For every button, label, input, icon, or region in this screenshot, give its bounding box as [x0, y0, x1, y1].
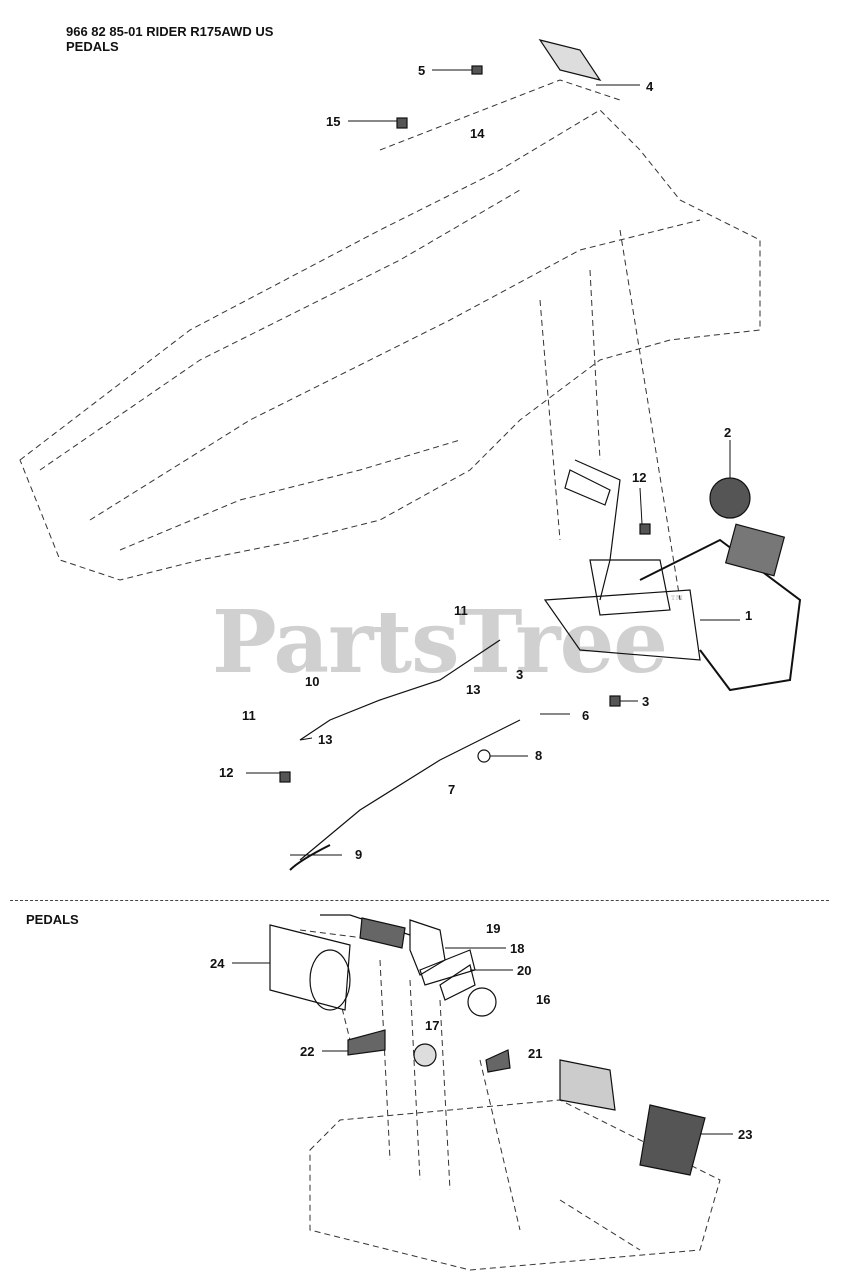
leader-lines [232, 69, 740, 1135]
callout-6: 6 [582, 708, 589, 723]
callout-13b: 13 [318, 732, 332, 747]
callout-9: 9 [355, 847, 362, 862]
section-divider [10, 900, 829, 901]
watermark-trademark: ™ [669, 592, 685, 611]
callout-labels: 1 2 3 3 4 5 6 7 8 9 10 11 11 12 12 13 13… [210, 63, 752, 1142]
callout-17: 17 [425, 1018, 439, 1033]
watermark-text: PartsTree [212, 592, 668, 693]
model-title: 966 82 85-01 RIDER R175AWD US [66, 24, 274, 39]
callout-21: 21 [528, 1046, 542, 1061]
assembly-title: PEDALS [66, 39, 119, 54]
callout-19: 19 [486, 921, 500, 936]
callout-14: 14 [470, 126, 485, 141]
callout-1: 1 [745, 608, 752, 623]
frame-outline [19, 79, 761, 1271]
callout-13a: 13 [466, 682, 480, 697]
callout-20: 20 [517, 963, 531, 978]
callout-5: 5 [418, 63, 425, 78]
callout-22: 22 [300, 1044, 314, 1059]
callout-24: 24 [210, 956, 225, 971]
callout-11b: 11 [242, 708, 256, 723]
callout-12b: 12 [219, 765, 233, 780]
callout-18: 18 [510, 941, 524, 956]
callout-3a: 3 [516, 667, 523, 682]
part-lines [269, 39, 802, 1176]
callout-15: 15 [326, 114, 340, 129]
callout-2: 2 [724, 425, 731, 440]
callout-12a: 12 [632, 470, 646, 485]
callout-11a: 11 [454, 603, 468, 618]
callout-8: 8 [535, 748, 542, 763]
callout-4: 4 [646, 79, 654, 94]
callout-10: 10 [305, 674, 319, 689]
callout-16: 16 [536, 992, 550, 1007]
callout-3b: 3 [642, 694, 649, 709]
callout-23: 23 [738, 1127, 752, 1142]
diagram-header: 966 82 85-01 RIDER R175AWD US PEDALS [66, 24, 273, 54]
section-label-pedals: PEDALS [26, 912, 79, 927]
callout-7: 7 [448, 782, 455, 797]
